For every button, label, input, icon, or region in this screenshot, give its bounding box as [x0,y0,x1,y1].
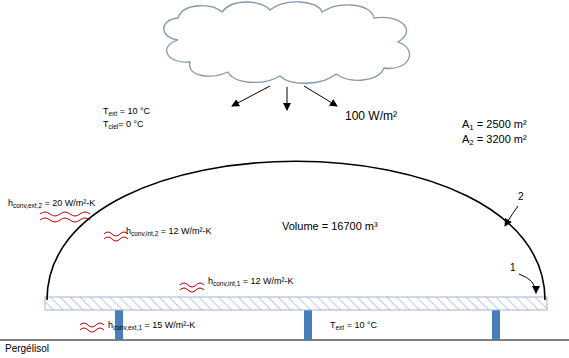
column [304,310,312,340]
column [492,310,500,340]
coefficient-label: hconv,int,1 = 12 W/m²-K [208,276,294,286]
ground-line [0,340,569,341]
convection-wave [40,212,90,216]
area-label: A1 = 2500 m² [462,118,527,131]
cloud [164,2,410,83]
convection-wave [104,237,128,241]
dome [47,161,545,300]
radiation-arrow [304,86,337,106]
surface-number: 2 [518,191,524,203]
coefficient-label: hconv,ext,2 = 20 W/m²-K [8,198,95,208]
radiation-arrow [287,87,288,110]
ground-label: Pergélisol [5,343,49,355]
temperature-label: Text = 10 °C [330,320,377,330]
convection-wave [80,328,104,332]
convection-wave [180,283,204,287]
leader-arrow [505,206,518,226]
coefficient-label: hconv,ext,1 = 15 W/m²-K [108,320,195,330]
floor-slab [45,297,547,310]
radiation-arrow [232,86,270,106]
surface-number: 1 [510,262,516,274]
area-label: A2 = 3200 m² [462,133,527,146]
volume-label: Volume = 16700 m³ [282,220,378,233]
convection-wave [104,232,128,236]
temperature-label: Tciel= 0 °C [103,119,144,129]
flux-label: 100 W/m² [345,110,397,124]
convection-wave [80,323,104,327]
leader-arrow [519,274,536,293]
temperature-label: Text = 10 °C [103,106,150,116]
convection-wave [40,218,90,222]
convection-wave [180,288,204,292]
coefficient-label: hconv,int,2 = 12 W/m²-K [126,226,212,236]
